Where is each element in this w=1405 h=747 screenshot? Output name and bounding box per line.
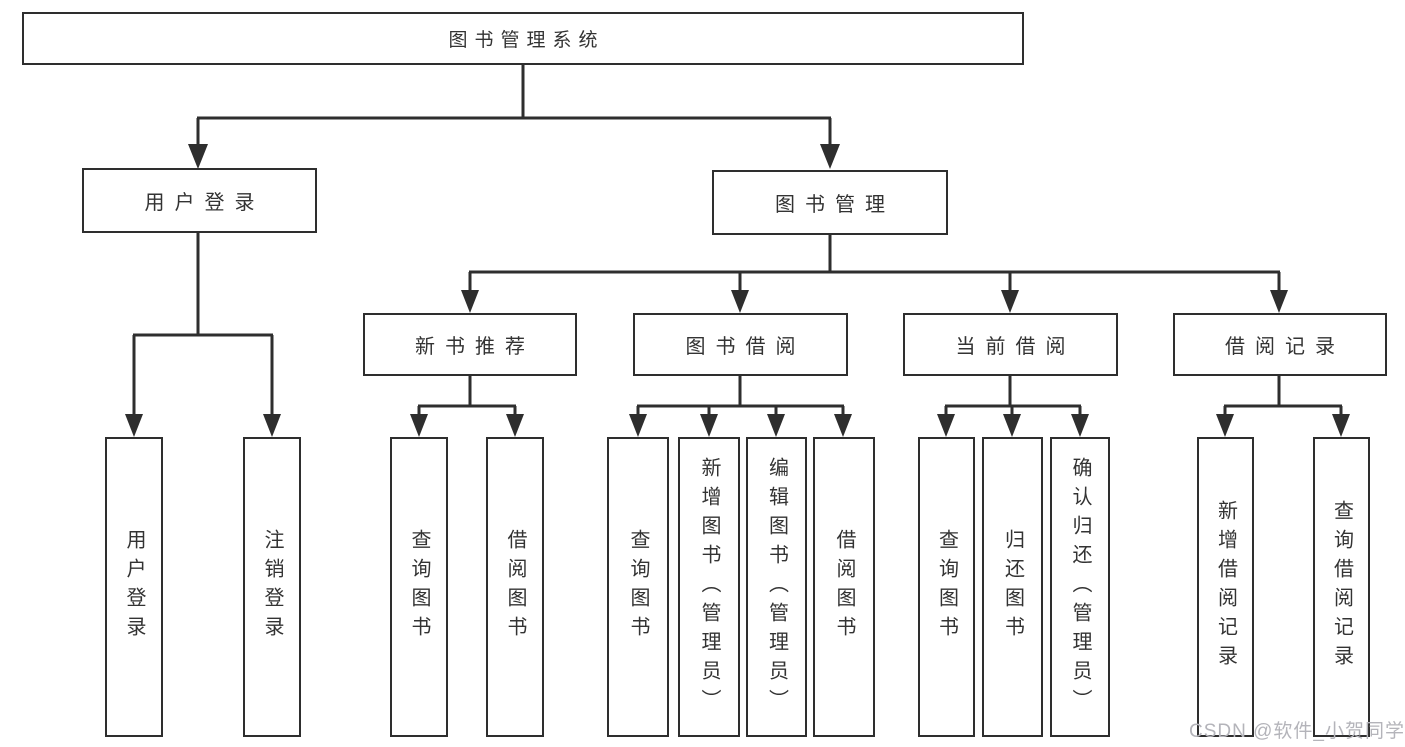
leaf-label: 查询图书 xyxy=(935,529,958,645)
leaf-borrow-edit-books-admin: 编辑图书（管理员） xyxy=(746,437,807,737)
node-new-book-recommendation: 新书推荐 xyxy=(363,313,577,376)
leaf-label: 查询借阅记录 xyxy=(1330,500,1353,674)
leaf-label: 新增借阅记录 xyxy=(1214,500,1237,674)
node-label: 借阅记录 xyxy=(1225,336,1345,358)
arrowhead-icon xyxy=(461,290,479,313)
connector-user-login-branch xyxy=(132,233,274,416)
node-label: 图书借阅 xyxy=(685,336,806,358)
leaf-current-query-books: 查询图书 xyxy=(918,437,975,737)
leaf-label: 借阅图书 xyxy=(833,529,855,645)
arrowhead-icon xyxy=(125,414,143,437)
leaf-label: 编辑图书（管理员） xyxy=(765,456,788,718)
leaf-label: 确认归还（管理员） xyxy=(1069,456,1091,718)
arrowhead-icon xyxy=(188,144,208,169)
arrowhead-icon xyxy=(700,414,718,437)
arrowhead-icon xyxy=(1270,290,1288,313)
arrowhead-icon xyxy=(1003,414,1021,437)
leaf-label: 注销登录 xyxy=(261,529,283,645)
leaf-recommend-query-books: 查询图书 xyxy=(390,437,448,737)
arrowhead-icon xyxy=(1216,414,1234,437)
connector-book-borrow-branch xyxy=(636,376,845,416)
connector-borrow-records-branch xyxy=(1223,376,1343,416)
leaf-current-return-books: 归还图书 xyxy=(982,437,1043,737)
connector-root-to-level2 xyxy=(196,65,832,146)
leaf-label: 查询图书 xyxy=(408,529,430,645)
connector-book-management-branch xyxy=(468,235,1281,292)
node-label: 当前借阅 xyxy=(955,336,1076,358)
leaf-borrow-borrow-books: 借阅图书 xyxy=(813,437,875,737)
leaf-borrow-query-books: 查询图书 xyxy=(607,437,669,737)
node-current-borrowing: 当前借阅 xyxy=(903,313,1118,376)
arrowhead-icon xyxy=(834,414,852,437)
node-book-borrowing: 图书借阅 xyxy=(633,313,848,376)
leaf-label: 归还图书 xyxy=(1001,529,1024,645)
node-borrowing-records: 借阅记录 xyxy=(1173,313,1387,376)
leaf-current-confirm-return-admin: 确认归还（管理员） xyxy=(1050,437,1110,737)
leaf-borrow-add-books-admin: 新增图书（管理员） xyxy=(678,437,740,737)
arrowhead-icon xyxy=(820,144,840,169)
arrowhead-icon xyxy=(263,414,281,437)
arrowhead-icon xyxy=(731,290,749,313)
node-library-management-system: 图书管理系统 xyxy=(22,12,1024,65)
node-label: 新书推荐 xyxy=(415,336,535,358)
leaf-recommend-borrow-books: 借阅图书 xyxy=(486,437,544,737)
watermark: CSDN @软件_小贺同学 xyxy=(1189,721,1405,742)
leaf-label: 新增图书（管理员） xyxy=(698,456,720,718)
leaf-label: 查询图书 xyxy=(627,529,649,645)
arrowhead-icon xyxy=(1332,414,1350,437)
arrowhead-icon xyxy=(767,414,785,437)
connector-new-book-branch xyxy=(417,376,517,416)
leaf-user-login: 用户登录 xyxy=(105,437,163,737)
arrowhead-icon xyxy=(937,414,955,437)
connector-current-borrow-branch xyxy=(944,376,1082,416)
arrowhead-icon xyxy=(1071,414,1089,437)
arrowhead-icon xyxy=(629,414,647,437)
arrowhead-icon xyxy=(506,414,524,437)
arrowhead-icon xyxy=(1001,290,1019,313)
node-label: 图书管理系统 xyxy=(448,30,605,51)
leaf-logout: 注销登录 xyxy=(243,437,301,737)
leaf-label: 用户登录 xyxy=(123,529,145,645)
node-label: 用户登录 xyxy=(144,192,265,214)
arrowhead-icon xyxy=(410,414,428,437)
node-book-management: 图书管理 xyxy=(712,170,948,235)
leaf-records-query-borrow-record: 查询借阅记录 xyxy=(1313,437,1370,737)
node-label: 图书管理 xyxy=(775,194,895,216)
leaf-label: 借阅图书 xyxy=(504,529,526,645)
node-user-login: 用户登录 xyxy=(82,168,317,233)
leaf-records-add-borrow-record: 新增借阅记录 xyxy=(1197,437,1254,737)
